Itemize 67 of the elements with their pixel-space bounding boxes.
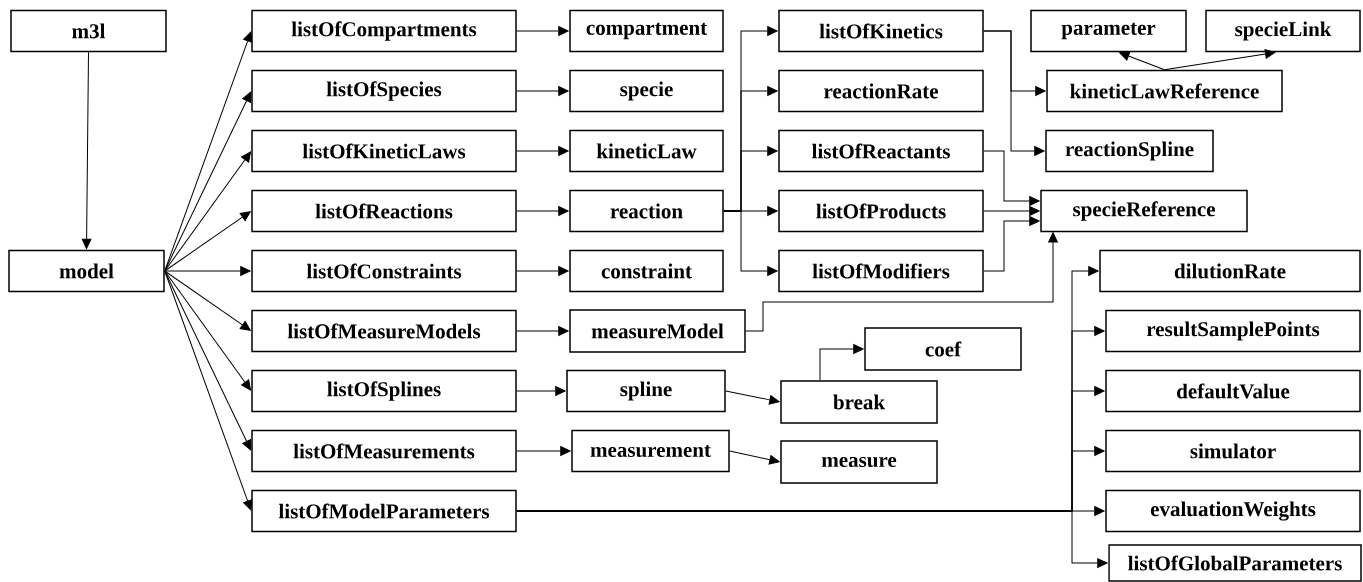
element-box: dilutionRate [1099,249,1361,293]
element-box: measurement [571,429,730,473]
arrow [516,326,569,336]
arrow [164,211,251,272]
element-box: listOfGlobalParameters [1108,544,1362,582]
element-box: compartment [569,9,724,53]
arrow [1119,51,1165,71]
element-box: listOfMeasureModels [251,309,517,353]
arrow [516,510,1108,568]
arrow [983,30,1045,156]
element-box: listOfReactants [778,129,984,173]
element-box: defaultValue [1105,369,1361,413]
element-box: spline [566,369,726,413]
arrow [164,270,253,511]
element-box: listOfSplines [251,369,517,413]
arrow [164,270,252,451]
element-box: m3l [10,9,167,53]
element-box: coef [864,327,1022,371]
element-box: kineticLawReference [1046,69,1283,113]
arrow [516,146,569,156]
element-box: evaluationWeights [1105,489,1361,533]
element-box: listOfKineticLaws [251,129,517,173]
element-box: constraint [569,249,724,293]
arrow [516,386,566,396]
element-box: kineticLaw [569,129,724,173]
arrow [983,216,1040,272]
element-box: model [8,249,165,293]
arrow [516,86,569,96]
arrow [81,51,92,250]
element-box: listOfReactions [251,189,517,233]
element-box: reactionRate [778,69,984,113]
element-box: resultSamplePoints [1105,309,1361,353]
element-box: listOfConstraints [251,249,517,293]
element-box: specieLink [1205,9,1361,53]
arrow [164,266,251,276]
arrow [164,91,252,272]
arrow [745,232,1058,332]
arrow [723,210,778,276]
arrow [729,450,780,465]
element-box: listOfMeasurements [251,429,517,473]
arrow [983,150,1040,206]
element-box: break [780,380,938,424]
element-box: listOfModifiers [778,249,984,293]
element-box: specieReference [1040,189,1248,233]
arrow [164,270,251,331]
element-box: parameter [1030,9,1187,53]
element-box: listOfProducts [778,189,984,233]
arrow [516,206,569,216]
element-box: measure [780,440,938,484]
arrow [516,446,571,456]
arrow [1164,49,1276,71]
arrow [164,151,252,272]
arrow [164,270,252,391]
arrow [725,390,780,405]
arrow [983,206,1040,216]
arrow [516,26,569,36]
element-box: measureModel [569,309,746,353]
element-box: reactionSpline [1045,129,1214,173]
element-box: simulator [1105,429,1361,473]
element-box: reaction [569,189,724,233]
element-box: listOfSpecies [251,69,517,113]
element-box: listOfModelParameters [251,489,517,533]
arrow [516,266,569,276]
element-box: listOfCompartments [251,9,517,53]
element-box: specie [569,69,724,113]
arrow [819,344,864,381]
element-box: listOfKinetics [778,9,984,53]
